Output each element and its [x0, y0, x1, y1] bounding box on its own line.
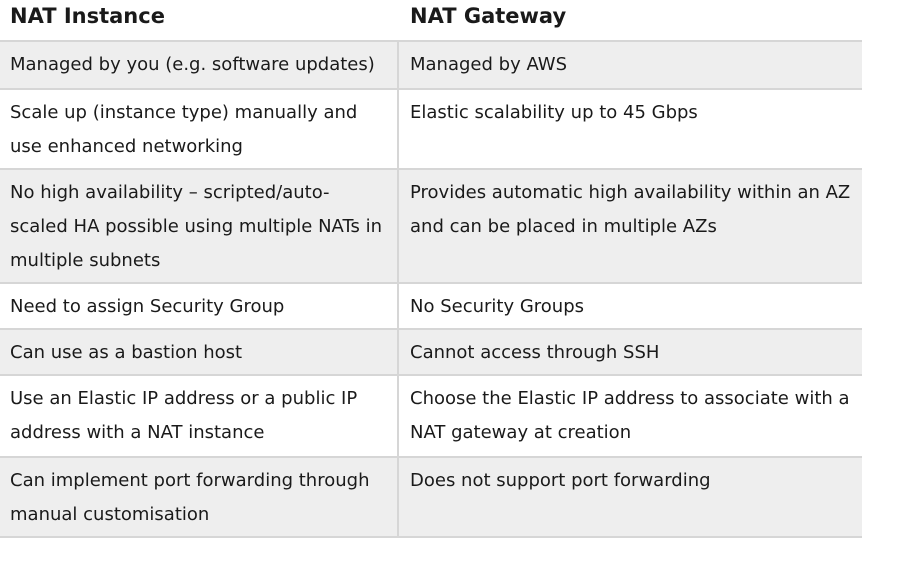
nat-gateway-cell: No Security Groups: [397, 283, 862, 330]
nat-instance-cell: Need to assign Security Group: [0, 283, 398, 330]
nat-instance-cell: Can use as a bastion host: [0, 329, 398, 376]
table-row: Scale up (instance type) manually and us…: [0, 89, 862, 170]
nat-gateway-cell: Does not support port forwarding: [397, 457, 862, 538]
nat-gateway-cell: Provides automatic high availability wit…: [397, 169, 862, 284]
table-row: Managed by you (e.g. software updates) M…: [0, 41, 862, 90]
nat-gateway-cell: Choose the Elastic IP address to associa…: [397, 375, 862, 458]
table-header-row: NAT Instance NAT Gateway: [0, 0, 862, 42]
header-nat-instance: NAT Instance: [0, 0, 398, 42]
nat-instance-cell: No high availability – scripted/auto-sca…: [0, 169, 398, 284]
nat-instance-cell: Use an Elastic IP address or a public IP…: [0, 375, 398, 458]
nat-comparison-table: NAT Instance NAT Gateway Managed by you …: [0, 0, 862, 538]
table-row: Can implement port forwarding through ma…: [0, 457, 862, 538]
nat-gateway-cell: Cannot access through SSH: [397, 329, 862, 376]
table-row: No high availability – scripted/auto-sca…: [0, 169, 862, 284]
table-row: Need to assign Security Group No Securit…: [0, 283, 862, 330]
table-row: Can use as a bastion host Cannot access …: [0, 329, 862, 376]
table-row: Use an Elastic IP address or a public IP…: [0, 375, 862, 458]
header-nat-gateway: NAT Gateway: [398, 0, 862, 42]
nat-instance-cell: Can implement port forwarding through ma…: [0, 457, 398, 538]
nat-instance-cell: Scale up (instance type) manually and us…: [0, 89, 398, 170]
nat-instance-cell: Managed by you (e.g. software updates): [0, 41, 398, 90]
nat-gateway-cell: Managed by AWS: [397, 41, 862, 90]
nat-gateway-cell: Elastic scalability up to 45 Gbps: [397, 89, 862, 170]
